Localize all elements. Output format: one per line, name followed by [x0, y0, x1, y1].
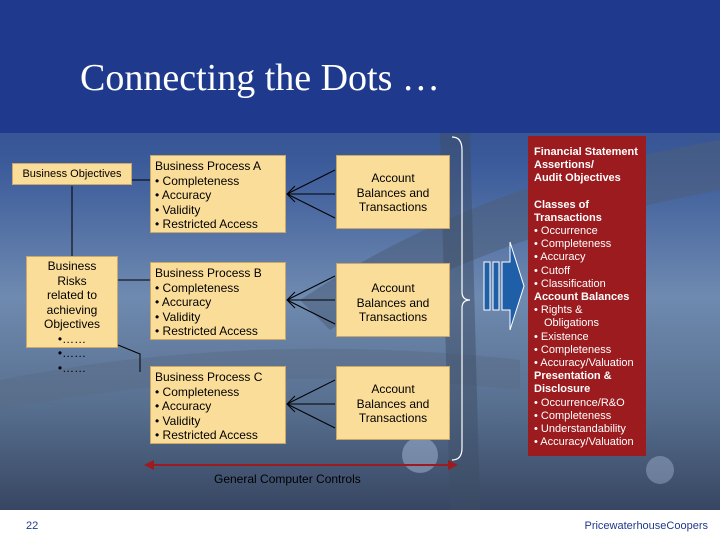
assertions-section-title: Disclosure	[534, 383, 591, 396]
assertions-heading: Assertions/	[534, 159, 594, 172]
brand-logo-text: PricewaterhouseCoopers	[584, 520, 708, 532]
assertions-item: • Completeness	[534, 238, 612, 251]
risks-line: Objectives	[43, 317, 101, 331]
process-item: • Validity	[155, 202, 201, 217]
business-process-b-box: Business Process B • Completeness • Accu…	[150, 262, 286, 340]
business-risks-box: Business Risks related to achieving Obje…	[26, 256, 118, 375]
process-title: Business Process B	[155, 266, 262, 280]
process-item: • Validity	[155, 309, 201, 324]
assertions-item: • Accuracy/Valuation	[534, 357, 634, 370]
account-line: Balances and	[356, 396, 430, 411]
slide-title: Connecting the Dots …	[80, 57, 440, 99]
assertions-item: • Occurrence/R&O	[534, 396, 625, 409]
assertions-spacer	[534, 186, 642, 199]
process-item: • Completeness	[155, 384, 240, 399]
risks-line: •……	[57, 346, 87, 360]
process-item: • Restricted Access	[155, 217, 258, 231]
assertions-item: • Accuracy/Valuation	[534, 436, 634, 449]
business-process-a-box: Business Process A • Completeness • Accu…	[150, 155, 286, 233]
assertions-heading: Audit Objectives	[534, 172, 621, 185]
account-line: Account	[371, 281, 415, 295]
account-line: Transactions	[358, 310, 428, 324]
process-item: • Validity	[155, 413, 201, 428]
assertions-item: • Cutoff	[534, 264, 571, 277]
connector-risks-process-c	[117, 344, 141, 372]
process-title: Business Process C	[155, 370, 263, 384]
business-objectives-box: Business Objectives	[12, 163, 132, 185]
process-item: • Restricted Access	[155, 428, 258, 442]
assertions-section-title: Transactions	[534, 211, 602, 224]
assertions-box: Financial Statement Assertions/ Audit Ob…	[528, 136, 646, 456]
process-item: • Accuracy	[155, 399, 212, 413]
assertions-item: • Completeness	[534, 343, 612, 356]
account-box-b: Account Balances and Transactions	[336, 263, 450, 337]
assertions-item: • Rights &	[534, 304, 583, 317]
account-box-c: Account Balances and Transactions	[336, 366, 450, 440]
process-title: Business Process A	[155, 159, 262, 173]
title-bar	[0, 0, 720, 133]
general-controls-arrow	[144, 460, 458, 470]
assertions-item: • Accuracy	[534, 251, 586, 264]
assertions-item: • Occurrence	[534, 225, 598, 238]
assertions-section-title: Classes of	[534, 198, 590, 211]
process-item: • Accuracy	[155, 295, 212, 309]
assertions-item: • Classification	[534, 277, 606, 290]
account-line: Account	[371, 171, 415, 185]
account-line: Transactions	[358, 200, 428, 214]
business-process-c-box: Business Process C • Completeness • Accu…	[150, 366, 286, 444]
assertions-heading: Financial Statement	[534, 146, 638, 158]
fan-connector-a	[286, 169, 336, 219]
account-line: Balances and	[356, 185, 430, 200]
business-objectives-label: Business Objectives	[22, 168, 122, 180]
risks-line: •……	[57, 360, 87, 375]
risks-line: achieving	[46, 302, 98, 317]
assertions-section-title: Presentation &	[534, 370, 612, 383]
account-line: Transactions	[358, 411, 428, 425]
account-line: Balances and	[356, 295, 430, 310]
process-item: • Completeness	[155, 173, 240, 188]
process-flow-arrows	[483, 241, 525, 331]
assertions-item: Obligations	[544, 317, 600, 330]
account-line: Account	[371, 382, 415, 396]
risks-line: related to	[46, 288, 98, 302]
assertions-item: • Existence	[534, 330, 589, 343]
risks-line: •……	[57, 331, 87, 346]
account-box-a: Account Balances and Transactions	[336, 155, 450, 229]
general-computer-controls-label: General Computer Controls	[214, 472, 361, 486]
fan-connector-b	[286, 275, 336, 325]
fan-connector-c	[286, 379, 336, 429]
footer-bar	[0, 510, 720, 540]
process-item: • Restricted Access	[155, 324, 258, 338]
risks-line: Risks	[57, 273, 87, 288]
process-item: • Accuracy	[155, 188, 212, 202]
assertions-item: • Understandability	[534, 423, 626, 436]
assertions-item: • Completeness	[534, 409, 612, 422]
page-number: 22	[26, 520, 39, 532]
curly-brace	[451, 136, 471, 461]
risks-line: Business	[47, 259, 97, 273]
process-item: • Completeness	[155, 280, 240, 295]
assertions-section-title: Account Balances	[534, 291, 630, 304]
